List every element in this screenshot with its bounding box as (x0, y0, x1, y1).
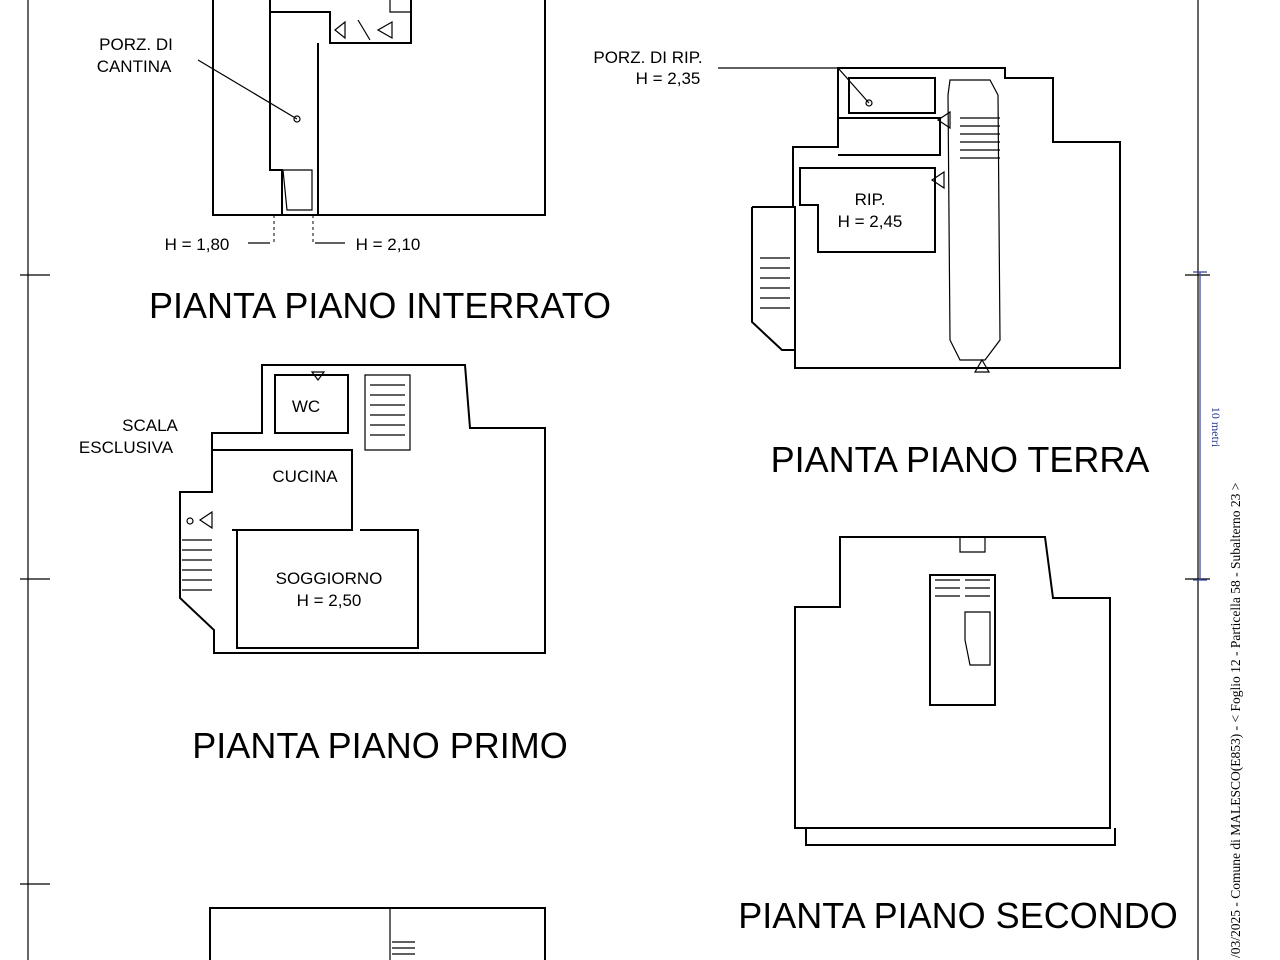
label-scala-esclusiva-2: ESCLUSIVA (79, 438, 174, 457)
label-porzione-cantina-1: PORZ. DI (99, 35, 173, 54)
label-height-left: H = 1,80 (165, 235, 230, 254)
plan-partial-bottom (209, 907, 546, 960)
title-pianta-primo: PIANTA PIANO PRIMO (192, 725, 567, 766)
cadastral-stamp: /03/2025 - Comune di MALESCO(E853) - < F… (1228, 483, 1243, 958)
sheet-frame (20, 0, 1210, 960)
label-soggiorno: SOGGIORNO (276, 569, 383, 588)
label-porzione-ripostiglio-2: H = 2,35 (636, 69, 701, 88)
label-height-right: H = 2,10 (356, 235, 421, 254)
label-soggiorno-height: H = 2,50 (297, 591, 362, 610)
plan-primo: SCALA ESCLUSIVA WC CUCINA SOGGIORNO H = … (79, 364, 568, 766)
label-scala-esclusiva-1: SCALA (122, 416, 178, 435)
label-ripostiglio: RIP. (855, 190, 886, 209)
scale-label: 10 metri (1209, 407, 1223, 448)
label-porzione-ripostiglio-1: PORZ. DI RIP. (593, 48, 702, 67)
label-ripostiglio-height: H = 2,45 (838, 212, 903, 231)
label-porzione-cantina-2: CANTINA (97, 57, 172, 76)
label-wc: WC (292, 397, 320, 416)
plan-terra: PORZ. DI RIP. H = 2,35 RIP. H = 2,45 PIA… (593, 48, 1149, 480)
plan-secondo: PIANTA PIANO SECONDO (738, 536, 1178, 936)
title-pianta-interrato: PIANTA PIANO INTERRATO (149, 285, 611, 326)
plan-interrato: PORZ. DI CANTINA H = 1,80 H = 2,10 PIANT… (97, 0, 611, 326)
scale-bar: 10 metri (1193, 271, 1223, 581)
title-pianta-terra: PIANTA PIANO TERRA (771, 439, 1150, 480)
title-pianta-secondo: PIANTA PIANO SECONDO (738, 895, 1177, 936)
label-cucina: CUCINA (272, 467, 338, 486)
